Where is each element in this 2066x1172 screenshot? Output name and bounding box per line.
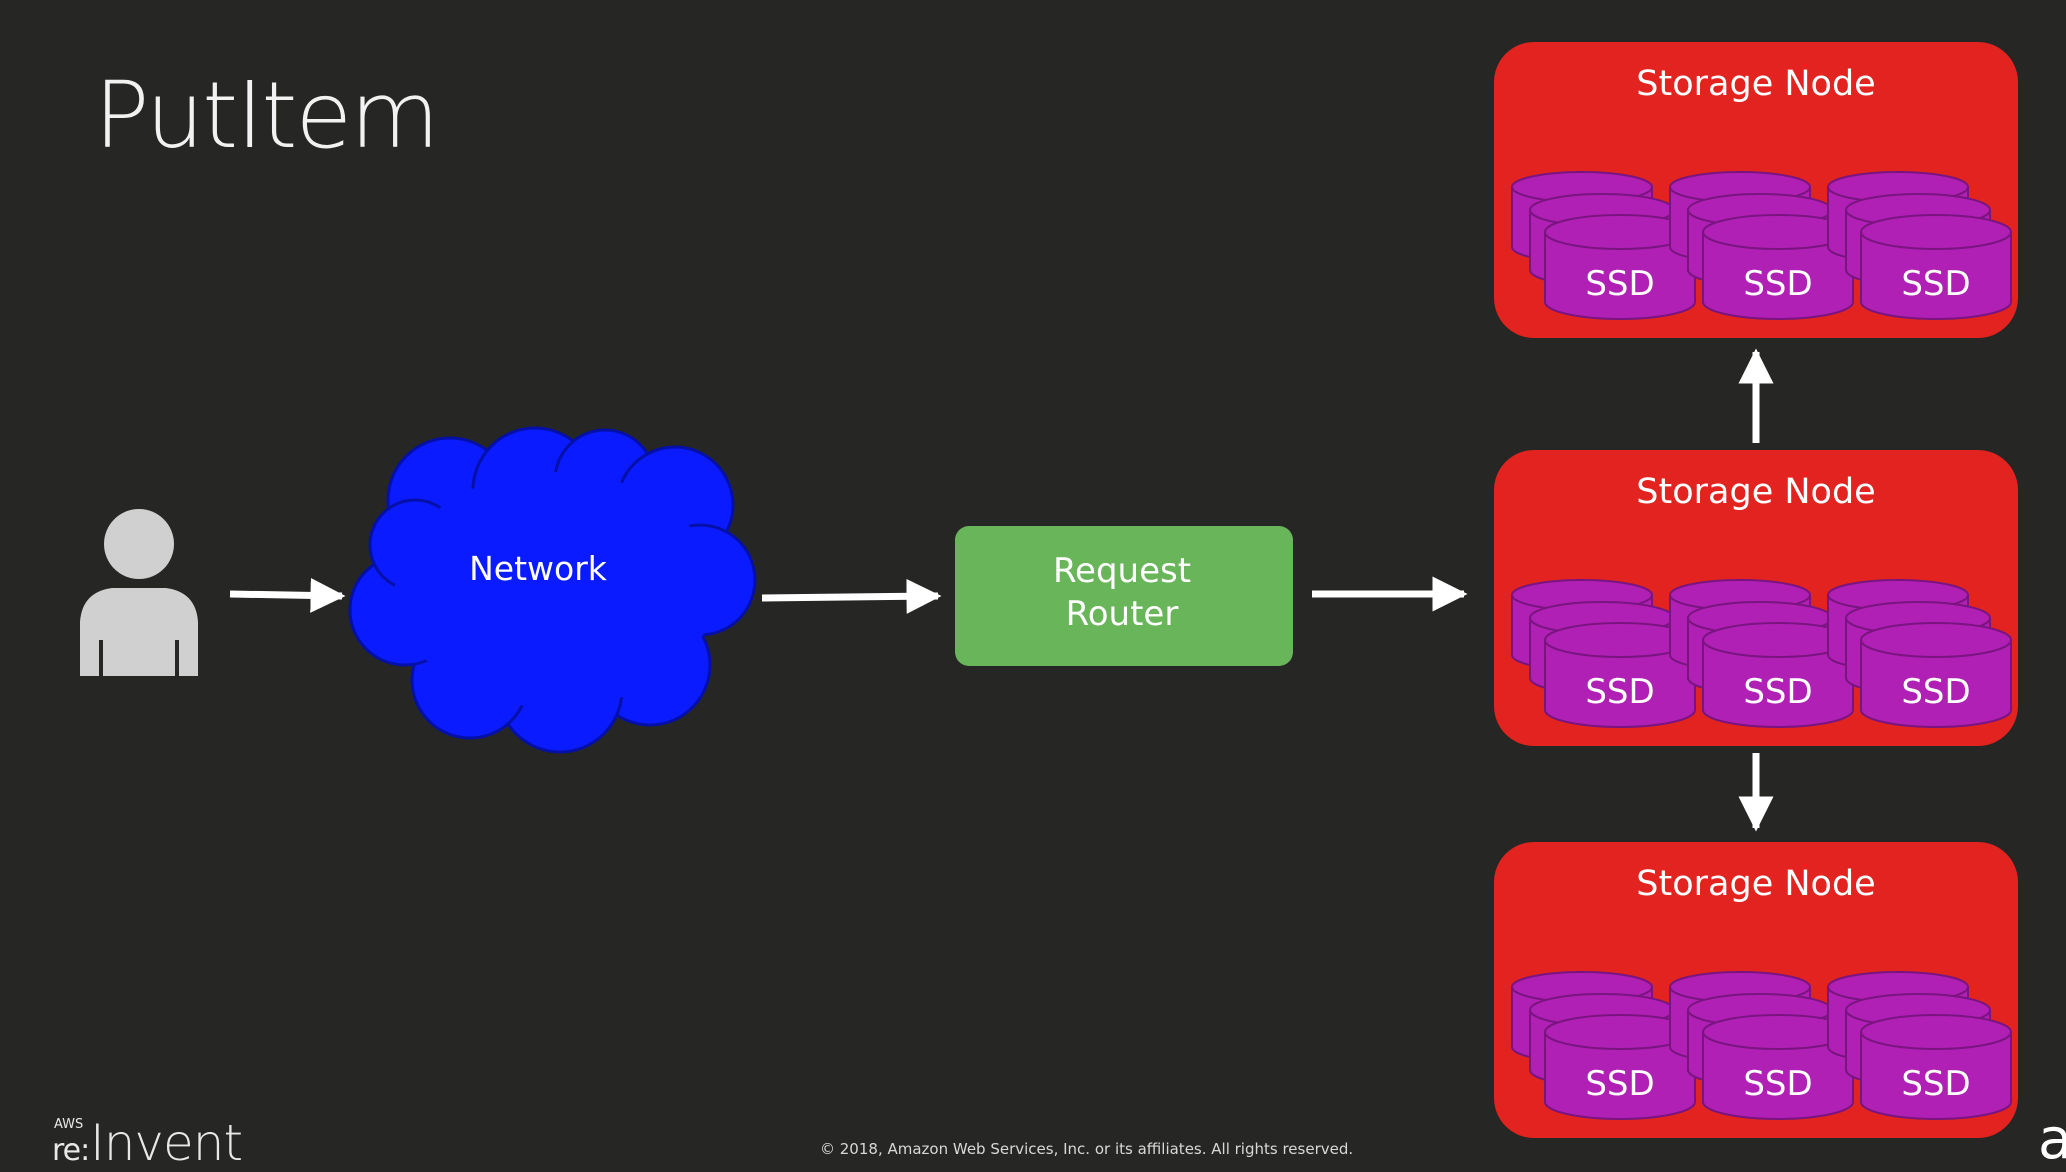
ssd-disk-front <box>1702 622 1854 728</box>
ssd-disk-front <box>1860 622 2012 728</box>
network-cloud: Network <box>348 426 757 754</box>
user-icon <box>80 509 198 676</box>
slide-title: PutItem <box>94 62 440 169</box>
ssd-disk-front <box>1544 214 1696 320</box>
network-label: Network <box>469 549 608 588</box>
ssd-label: SSD <box>1585 264 1654 304</box>
request-router-label-line2: Router <box>1066 594 1179 634</box>
ssd-disk-front <box>1544 622 1696 728</box>
arrow-network-to-router <box>761 578 942 614</box>
storage-node-label: Storage Node <box>1636 472 1875 512</box>
ssd-label: SSD <box>1743 672 1812 712</box>
ssd-disk-front <box>1860 1014 2012 1120</box>
amazon-corner-logo: a <box>2038 1107 2066 1172</box>
storage-node-label: Storage Node <box>1636 864 1875 904</box>
footer-copyright: © 2018, Amazon Web Services, Inc. or its… <box>820 1140 1354 1158</box>
brand-re: re: <box>52 1133 90 1168</box>
ssd-label: SSD <box>1743 264 1812 304</box>
brand-invent: Invent <box>90 1114 243 1172</box>
ssd-label: SSD <box>1585 1064 1654 1104</box>
brand-aws: AWS <box>54 1117 84 1132</box>
ssd-label: SSD <box>1743 1064 1812 1104</box>
ssd-disk-front <box>1860 214 2012 320</box>
ssd-disk-front <box>1544 1014 1696 1120</box>
request-router: Request Router <box>955 526 1293 666</box>
ssd-label: SSD <box>1901 264 1970 304</box>
request-router-label-line1: Request <box>1053 551 1191 591</box>
ssd-label: SSD <box>1901 1064 1970 1104</box>
ssd-disk-front <box>1702 214 1854 320</box>
ssd-label: SSD <box>1585 672 1654 712</box>
storage-node-label: Storage Node <box>1636 64 1875 104</box>
ssd-label: SSD <box>1901 672 1970 712</box>
arrow-user-to-network <box>229 577 346 613</box>
